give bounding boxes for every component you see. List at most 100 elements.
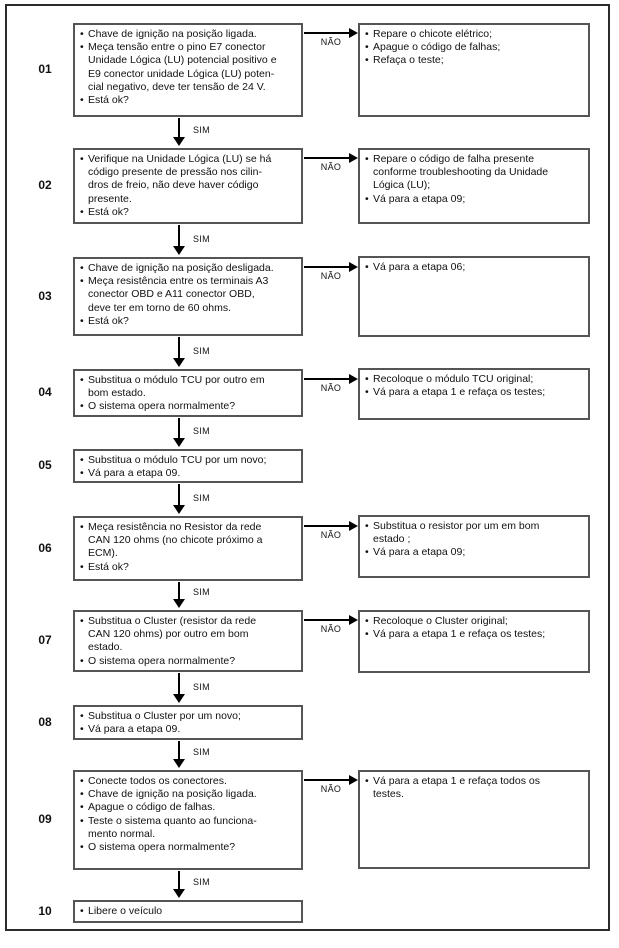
step-number-04: 04 (38, 385, 52, 399)
bullet-line: Meça resistência no Resistor da rede (79, 521, 299, 534)
bullet-continuation-line: presente. (88, 192, 132, 205)
yes-arrow-line-04 (178, 418, 180, 438)
yes-arrow-label-02: SIM (193, 234, 210, 244)
yes-arrow-line-01 (178, 118, 180, 137)
bullet-line: Substitua o Cluster por um novo; (79, 710, 299, 723)
bullet-continuation-line: mento normal. (88, 827, 156, 840)
bullet-line: Verifique na Unidade Lógica (LU) se há (79, 153, 299, 166)
no-arrow-line-09 (304, 779, 349, 781)
bullet-line: O sistema opera normalmente? (79, 655, 299, 668)
bullet-line: Está ok? (79, 206, 299, 219)
bullet-line: Substitua o resistor por um em bom (364, 520, 586, 533)
step-number-03: 03 (38, 289, 52, 303)
bullet-line: Substitua o Cluster (resistor da rede (79, 615, 299, 628)
bullet-line: Está ok? (79, 94, 299, 107)
bullet-line: Vá para a etapa 09; (364, 546, 586, 559)
no-arrow-label-06: NÃO (320, 530, 342, 540)
yes-arrow-line-05 (178, 484, 180, 505)
bullet-continuation-line: bom estado. (88, 387, 146, 400)
bullet-line: Meça tensão entre o pino E7 conector (79, 41, 299, 54)
bullet-line: O sistema opera normalmente? (79, 400, 299, 413)
no-arrow-head-icon-02 (349, 153, 358, 163)
bullet-continuation-line: código presente de pressão nos cilin- (88, 166, 262, 179)
bullet-line: Chave de ignição na posição ligada. (79, 788, 299, 801)
bullet-line: Está ok? (79, 561, 299, 574)
no-action-box-07: Recoloque o Cluster original;Vá para a e… (358, 610, 590, 673)
question-box-01: Chave de ignição na posição ligada.Meça … (73, 23, 303, 117)
bullet-line: Teste o sistema quanto ao funciona- (79, 815, 299, 828)
step-number-10: 10 (38, 904, 52, 918)
question-box-07: Substitua o Cluster (resistor da redeCAN… (73, 610, 303, 672)
yes-arrow-line-08 (178, 741, 180, 759)
no-arrow-line-02 (304, 157, 349, 159)
yes-arrow-head-icon-06 (173, 599, 185, 608)
no-action-box-06: Substitua o resistor por um em bomestado… (358, 515, 590, 578)
bullet-line: Recoloque o módulo TCU original; (364, 373, 586, 386)
step-number-02: 02 (38, 178, 52, 192)
bullet-line: Refaça o teste; (364, 54, 586, 67)
bullet-continuation-line: CAN 120 ohms (no chicote próximo a (88, 534, 263, 547)
yes-arrow-label-09: SIM (193, 877, 210, 887)
bullet-line: Chave de ignição na posição ligada. (79, 28, 299, 41)
bullet-line: Libere o veículo (79, 905, 299, 918)
bullet-continuation-line: E9 conector unidade Lógica (LU) poten- (88, 67, 275, 80)
no-action-box-04: Recoloque o módulo TCU original;Vá para … (358, 368, 590, 420)
no-arrow-head-icon-09 (349, 775, 358, 785)
yes-arrow-label-03: SIM (193, 346, 210, 356)
yes-arrow-head-icon-02 (173, 246, 185, 255)
yes-arrow-line-07 (178, 673, 180, 694)
yes-arrow-label-01: SIM (193, 125, 210, 135)
yes-arrow-label-06: SIM (193, 587, 210, 597)
yes-arrow-head-icon-07 (173, 694, 185, 703)
yes-arrow-line-03 (178, 337, 180, 358)
bullet-line: Conecte todos os conectores. (79, 775, 299, 788)
bullet-continuation-line: Unidade Lógica (LU) potencial positivo e (88, 54, 277, 67)
bullet-continuation-line: testes. (373, 788, 404, 801)
yes-arrow-head-icon-03 (173, 358, 185, 367)
bullet-continuation-line: estado ; (373, 533, 411, 546)
no-arrow-label-09: NÃO (320, 784, 342, 794)
no-action-box-01: Repare o chicote elétrico;Apague o códig… (358, 23, 590, 117)
step-number-05: 05 (38, 458, 52, 472)
bullet-line: Vá para a etapa 1 e refaça todos os (364, 775, 586, 788)
no-action-box-09: Vá para a etapa 1 e refaça todos osteste… (358, 770, 590, 869)
bullet-continuation-line: ECM). (88, 547, 118, 560)
no-arrow-head-icon-07 (349, 615, 358, 625)
bullet-continuation-line: deve ter em torno de 60 ohms. (88, 301, 231, 314)
question-box-03: Chave de ignição na posição desligada.Me… (73, 257, 303, 336)
no-arrow-label-03: NÃO (320, 271, 342, 281)
bullet-continuation-line: dros de freio, não deve haver código (88, 179, 259, 192)
no-arrow-line-03 (304, 266, 349, 268)
no-arrow-line-01 (304, 32, 349, 34)
yes-arrow-head-icon-04 (173, 438, 185, 447)
bullet-line: Vá para a etapa 09. (79, 723, 299, 736)
bullet-line: Apague o código de falhas; (364, 41, 586, 54)
yes-arrow-head-icon-08 (173, 759, 185, 768)
bullet-line: Repare o chicote elétrico; (364, 28, 586, 41)
bullet-line: Chave de ignição na posição desligada. (79, 262, 299, 275)
bullet-continuation-line: estado. (88, 641, 123, 654)
no-arrow-line-07 (304, 619, 349, 621)
bullet-continuation-line: conector OBD e A11 conector OBD, (88, 288, 255, 301)
bullet-continuation-line: CAN 120 ohms) por outro em bom (88, 628, 249, 641)
step-number-09: 09 (38, 812, 52, 826)
bullet-line: Vá para a etapa 1 e refaça os testes; (364, 628, 586, 641)
no-arrow-line-06 (304, 525, 349, 527)
step-number-06: 06 (38, 541, 52, 555)
no-arrow-head-icon-03 (349, 262, 358, 272)
bullet-continuation-line: cial negativo, deve ter tensão de 24 V. (88, 80, 266, 93)
yes-arrow-label-07: SIM (193, 682, 210, 692)
question-box-02: Verifique na Unidade Lógica (LU) se hácó… (73, 148, 303, 224)
yes-arrow-label-08: SIM (193, 747, 210, 757)
question-box-09: Conecte todos os conectores.Chave de ign… (73, 770, 303, 870)
no-arrow-head-icon-06 (349, 521, 358, 531)
bullet-continuation-line: conforme troubleshooting da Unidade (373, 166, 549, 179)
question-box-05: Substitua o módulo TCU por um novo;Vá pa… (73, 449, 303, 483)
step-number-08: 08 (38, 715, 52, 729)
bullet-line: Substitua o módulo TCU por outro em (79, 374, 299, 387)
bullet-line: O sistema opera normalmente? (79, 841, 299, 854)
no-arrow-label-04: NÃO (320, 383, 342, 393)
step-number-01: 01 (38, 62, 52, 76)
